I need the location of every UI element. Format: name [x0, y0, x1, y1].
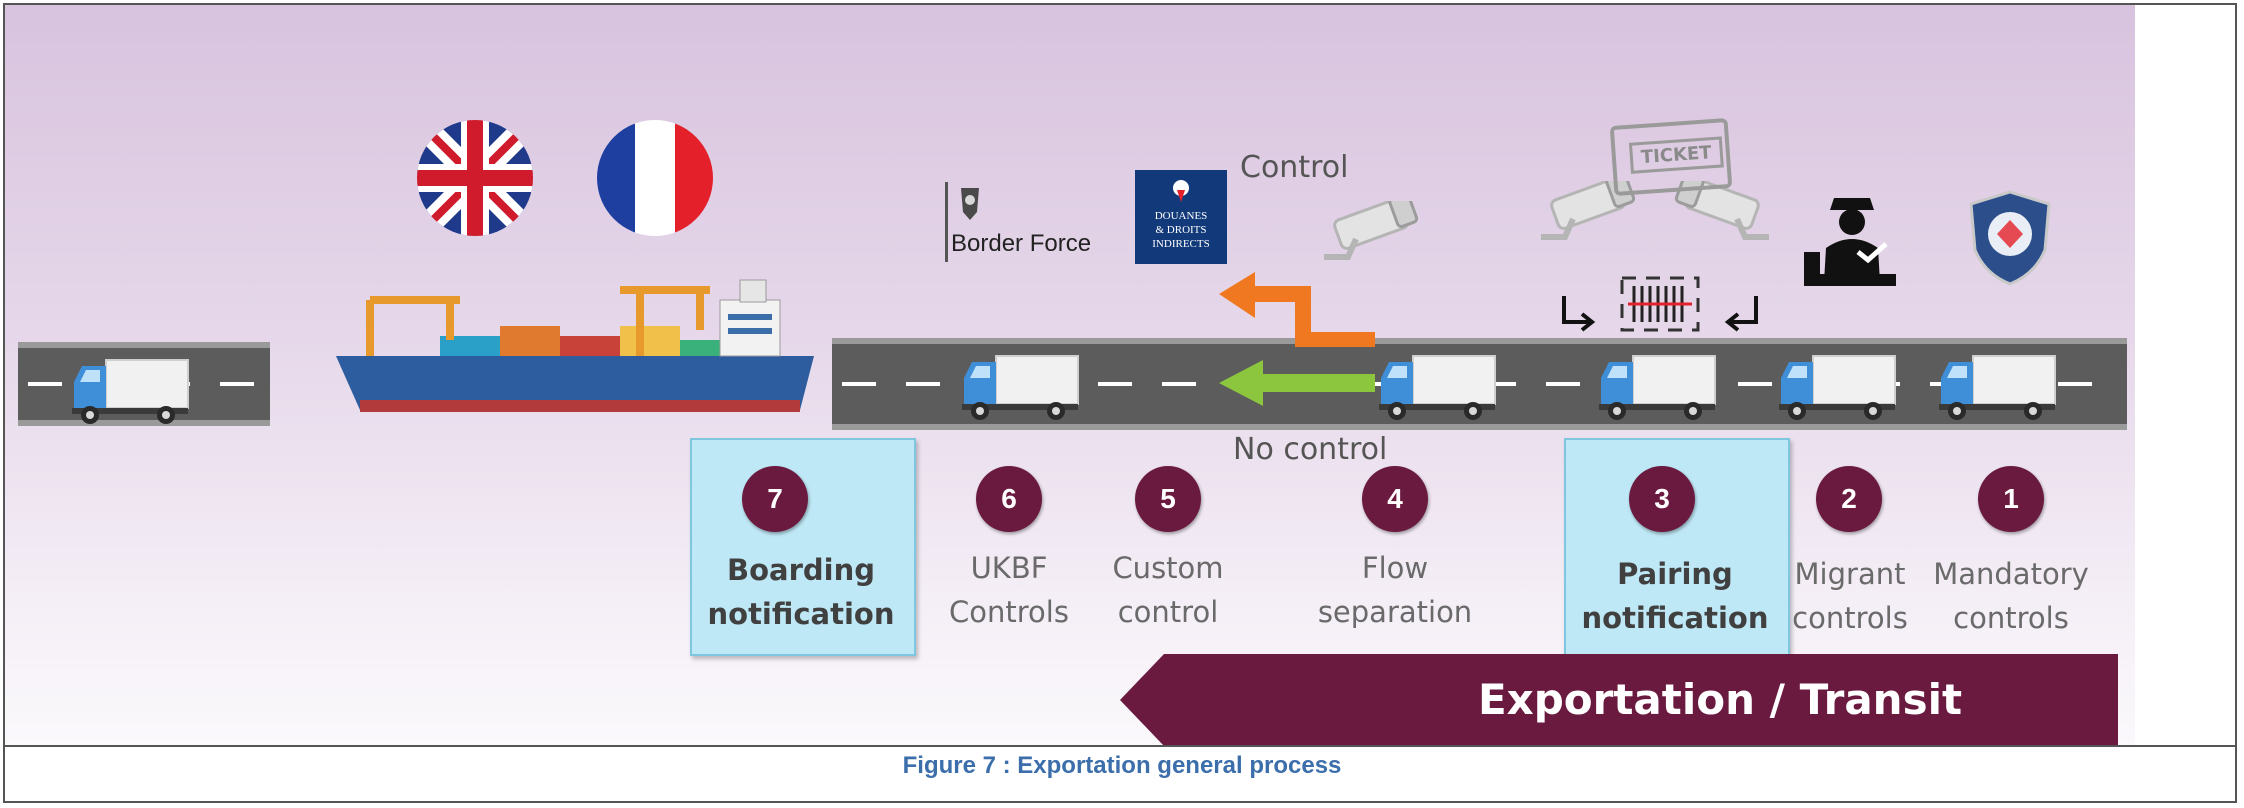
step-3-number: 3 — [1629, 466, 1695, 532]
cctv-camera-icon — [1318, 200, 1428, 262]
border-officer-icon — [1804, 198, 1896, 286]
step-4-number: 4 — [1362, 466, 1428, 532]
step-6-label: UKBF Controls — [949, 551, 1069, 629]
douanes-line2: & Droits — [1155, 224, 1207, 236]
step-4-label: Flow separation — [1317, 551, 1473, 629]
step-5-number: 5 — [1135, 466, 1201, 532]
exportation-banner — [1120, 654, 2118, 746]
truck-icon — [1597, 348, 1717, 422]
step-6-number: 6 — [976, 466, 1042, 532]
step-1-label: Mandatory controls — [1933, 557, 2089, 635]
police-badge-icon — [1969, 190, 2051, 286]
ticket-icon: TICKET — [1609, 117, 1733, 197]
green-no-control-arrow — [1219, 360, 1375, 406]
step-7-label: Boarding notification — [707, 553, 895, 631]
caption-divider — [5, 745, 2235, 747]
france-flag-icon — [597, 120, 713, 236]
border-force-logo: Border Force — [945, 182, 1115, 262]
step-1-number: 1 — [1978, 466, 2044, 532]
step-2-label: Migrant controls — [1792, 557, 1908, 635]
figure-caption: Figure 7 : Exportation general process — [902, 752, 1342, 779]
orange-control-arrow — [1219, 272, 1375, 347]
douanes-line1: Douanes — [1154, 210, 1208, 222]
no-control-label: No control — [1233, 432, 1388, 467]
marianne-icon — [1173, 180, 1189, 202]
step-7-number: 7 — [742, 466, 808, 532]
barcode-scanner-icon — [1562, 276, 1758, 332]
border-force-text: Border Force — [951, 230, 1092, 257]
step-5-label: Custom control — [1112, 551, 1224, 629]
douanes-logo: Douanes & Droits Indirects — [1135, 170, 1227, 264]
truck-icon — [960, 348, 1080, 422]
crest-icon — [961, 188, 979, 220]
step-3-label: Pairing notification — [1581, 557, 1769, 635]
step-2-number: 2 — [1816, 466, 1882, 532]
truck-icon — [70, 352, 190, 426]
truck-icon — [1377, 348, 1497, 422]
truck-icon — [1937, 348, 2057, 422]
control-label: Control — [1240, 150, 1349, 185]
douanes-line3: Indirects — [1152, 238, 1210, 250]
truck-icon — [1777, 348, 1897, 422]
exportation-banner-label: Exportation / Transit — [1477, 675, 1963, 724]
cargo-ship-icon — [336, 279, 814, 412]
uk-flag-icon — [417, 120, 533, 236]
ticket-text: TICKET — [1628, 136, 1724, 174]
boarding-highlight-box — [690, 438, 916, 656]
